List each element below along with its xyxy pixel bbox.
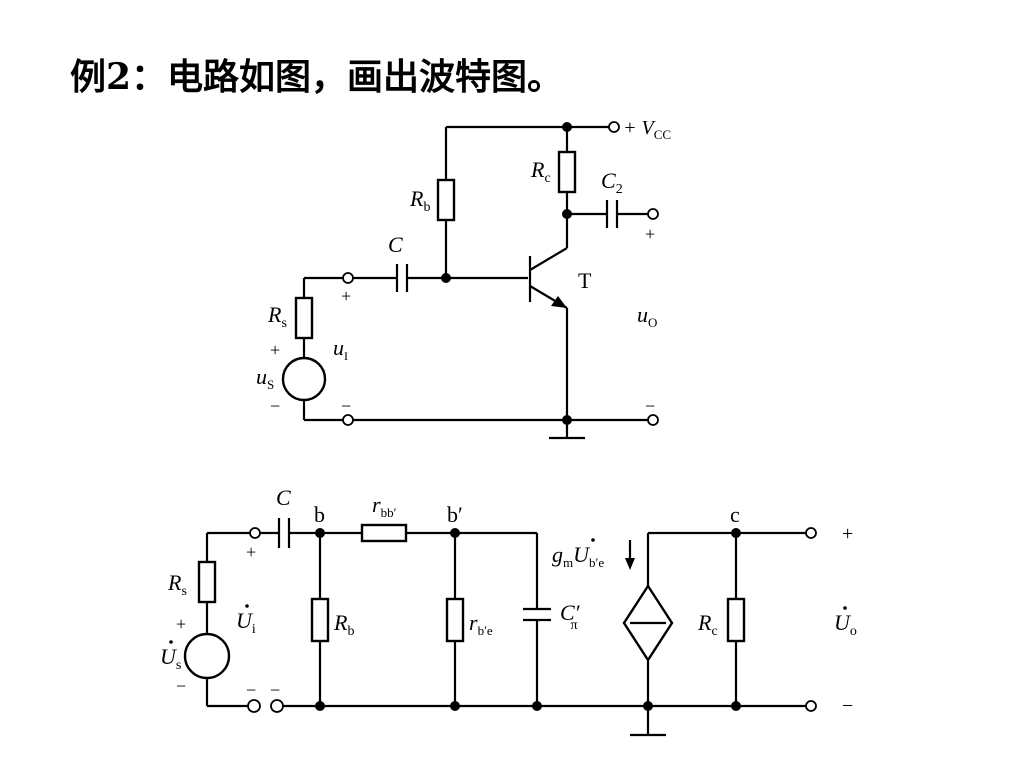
source-plus-label: +: [270, 340, 280, 360]
resistor-rbb: [360, 523, 408, 543]
input-terminal-plus: [249, 527, 261, 539]
circuit-2: C b b′ c rbb′ Rb rb′e C′π gmUb′e Rc Rs U…: [160, 485, 857, 737]
emitter-arrow-icon: [551, 296, 567, 308]
voltage-source-us: [281, 356, 327, 402]
gm-ube-label: gmUb′e: [552, 542, 604, 570]
rbb-label: rbb′: [372, 492, 397, 520]
input-terminal-plus: [342, 272, 354, 284]
resistor-rs: [197, 560, 217, 604]
input-terminal-minus: [247, 699, 261, 713]
node-b-label: b: [314, 502, 325, 527]
junction-dot: [532, 701, 542, 711]
junction-dot: [450, 701, 460, 711]
source-minus-label: −: [270, 396, 280, 416]
us-label: uS: [256, 364, 274, 392]
uo-label: uO: [637, 302, 657, 330]
vcc-terminal: [608, 121, 620, 133]
ui-label: uI: [333, 335, 348, 363]
c-label: C: [276, 485, 291, 510]
slide-title: 例2：电路如图，画出波特图。: [70, 56, 564, 98]
output-terminal-minus: [805, 700, 817, 712]
output-terminal-plus: [647, 208, 659, 220]
rbe-label: rb′e: [469, 610, 493, 638]
ui-label: Ui: [236, 608, 256, 637]
resistor-rb: [310, 597, 330, 643]
source-minus-label: −: [176, 676, 186, 696]
c-label: C: [388, 232, 403, 257]
circuit-1: + VCC Rb Rc C2 C T Rs uS uI uO + + + − −…: [256, 117, 671, 440]
rc-label: Rc: [697, 610, 718, 639]
output-terminal-plus: [805, 527, 817, 539]
input-plus-label: +: [341, 286, 351, 306]
input-terminal-minus: [270, 699, 284, 713]
rs-label: Rs: [267, 302, 287, 331]
phasor-dot: [169, 640, 173, 644]
resistor-rs: [294, 296, 314, 340]
output-minus-label: −: [842, 695, 853, 717]
down-arrow-icon: [625, 558, 635, 570]
input-minus-label: −: [246, 680, 256, 700]
uo-label: Uo: [834, 610, 857, 639]
vcc-label: + VCC: [623, 117, 671, 142]
input-minus-label: −: [341, 396, 351, 416]
phasor-dot: [843, 606, 847, 610]
rc-label: Rc: [530, 157, 551, 186]
output-minus-label: −: [645, 396, 655, 416]
input-plus-label: +: [246, 542, 256, 562]
output-plus-label: +: [842, 523, 853, 545]
voltage-source-us: [183, 632, 231, 680]
transistor-collector: [529, 247, 568, 271]
c2-label: C2: [601, 168, 623, 197]
transistor-label: T: [578, 268, 592, 293]
resistor-rc: [557, 150, 577, 194]
phasor-dot: [591, 538, 595, 542]
rb-label: Rb: [409, 186, 430, 215]
junction-dot: [731, 701, 741, 711]
rs-label: Rs: [167, 570, 187, 599]
node-c-label: c: [730, 502, 740, 527]
phasor-dot: [245, 604, 249, 608]
output-terminal-minus: [647, 414, 659, 426]
source-plus-label: +: [176, 614, 186, 634]
input-terminal-minus: [342, 414, 354, 426]
node-bp-label: b′: [447, 502, 463, 527]
us-label: Us: [160, 644, 181, 673]
resistor-rbe: [445, 597, 465, 643]
rb-label: Rb: [333, 610, 354, 639]
cpi-label: C′π: [560, 600, 581, 633]
junction-dot: [315, 701, 325, 711]
resistor-rb: [436, 178, 456, 222]
output-plus-label: +: [645, 224, 655, 244]
resistor-rc: [726, 597, 746, 643]
input-minus-label: −: [270, 680, 280, 700]
